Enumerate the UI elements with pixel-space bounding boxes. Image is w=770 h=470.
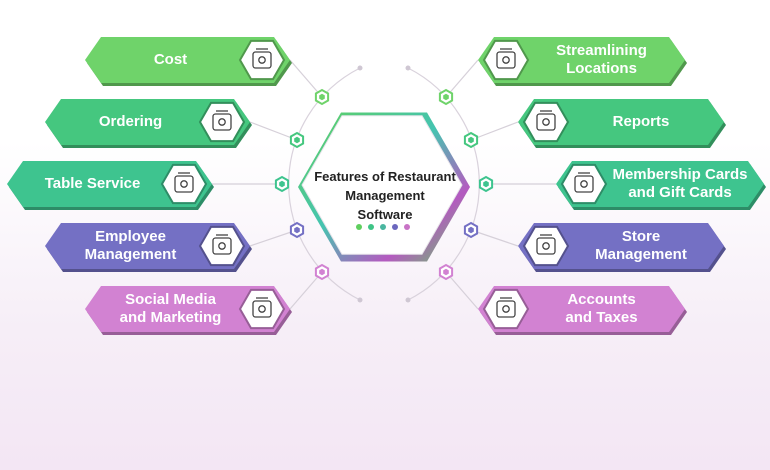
team-icon-badge — [198, 225, 246, 267]
shopping-bag-icon-badge — [198, 101, 246, 143]
center-title: Features of Restaurant Management Softwa… — [300, 167, 470, 224]
left-feature-label-4-line-2: Management — [84, 246, 177, 263]
center-dots — [356, 224, 416, 230]
membership-card-icon-badge — [560, 163, 608, 205]
feature-pills — [7, 37, 766, 335]
megaphone-hand-icon — [252, 297, 272, 318]
left-connector-line — [249, 229, 298, 247]
left-connector-node-core — [319, 268, 325, 276]
left-connector-line — [289, 271, 323, 310]
right-pill-1 — [478, 37, 685, 83]
left-feature-label-5-line-2: and Marketing — [119, 309, 222, 326]
right-feature-label-3-line-2: and Gift Cards — [628, 184, 732, 201]
right-feature-label-1-line-2: Locations — [566, 60, 637, 77]
right-feature-label-5-line-2: and Taxes — [565, 309, 638, 326]
connector-end-dot — [357, 297, 363, 303]
center-dot-3 — [380, 224, 386, 230]
center-dot-2 — [368, 224, 374, 230]
money-icon — [252, 48, 272, 69]
report-clipboard-icon — [536, 110, 556, 131]
right-connector-node-core — [468, 136, 474, 144]
accounts-monitor-icon — [496, 297, 516, 318]
left-pill-5 — [85, 286, 290, 332]
right-connector-line — [470, 229, 519, 247]
store-icon — [536, 234, 556, 255]
right-feature-label-4-line-1: Store — [621, 228, 661, 245]
left-connector-line — [249, 121, 298, 141]
right-pill-4 — [518, 223, 724, 269]
right-feature-label-2-line-1: Reports — [612, 113, 670, 130]
store-icon-badge — [522, 225, 570, 267]
connector-end-dot — [357, 65, 363, 71]
team-icon — [212, 234, 232, 255]
right-feature-label-1-line-1: Streamlining — [556, 42, 647, 59]
left-feature-label-4-line-1: Employee — [95, 228, 166, 245]
left-feature-label-3-line-1: Table Service — [44, 175, 141, 192]
right-feature-label-3-line-1: Membership Cards — [612, 166, 748, 183]
right-connector-line — [470, 121, 519, 141]
right-connector-node-core — [443, 268, 449, 276]
left-feature-label-3: Table Service — [25, 175, 160, 193]
left-feature-label-5-line-1: Social Media — [125, 291, 216, 308]
accounts-monitor-icon-badge — [482, 288, 530, 330]
reception-desk-icon-badge — [160, 163, 208, 205]
right-pill-2 — [518, 99, 724, 145]
left-feature-label-1-line-1: Cost — [153, 51, 188, 68]
right-feature-label-5-line-1: Accounts — [567, 291, 636, 308]
center-dot-5 — [404, 224, 410, 230]
left-feature-label-2: Ordering — [63, 113, 198, 131]
left-pill-2 — [45, 99, 250, 145]
reception-desk-icon — [174, 172, 194, 193]
right-connector-node-core — [443, 93, 449, 101]
connector-end-dot — [405, 297, 411, 303]
globe-location-icon — [496, 48, 516, 69]
connectors — [212, 59, 556, 310]
right-pill-5 — [478, 286, 685, 332]
right-feature-label-4-line-2: Management — [595, 246, 687, 263]
left-connector-node-core — [319, 93, 325, 101]
globe-location-icon-badge — [482, 39, 530, 81]
right-connector-line — [445, 271, 479, 310]
megaphone-hand-icon-badge — [238, 288, 286, 330]
right-pill-3 — [556, 161, 764, 207]
center-title-line-1: Features of Restaurant — [314, 169, 456, 184]
right-connector-node-core — [483, 180, 489, 188]
shopping-bag-icon — [212, 110, 232, 131]
left-connector-node-core — [294, 226, 300, 234]
left-connector-node-core — [294, 136, 300, 144]
center-dot-1 — [356, 224, 362, 230]
connector-end-dot — [405, 65, 411, 71]
left-connector-node-core — [279, 180, 285, 188]
left-feature-label-2-line-1: Ordering — [98, 113, 163, 130]
right-feature-label-2: Reports — [570, 113, 712, 131]
left-pill-4 — [45, 223, 250, 269]
center-dot-4 — [392, 224, 398, 230]
left-pill-1 — [85, 37, 290, 83]
left-connector-line — [289, 59, 323, 98]
center-hexagon-face — [301, 115, 463, 255]
center-title-line-2: Management — [345, 188, 425, 203]
center-title-line-3: Software — [357, 207, 413, 222]
membership-card-icon — [574, 172, 594, 193]
right-connector-node-core — [468, 226, 474, 234]
center-hexagon — [298, 112, 470, 262]
left-feature-label-1: Cost — [103, 51, 238, 69]
left-pill-3 — [7, 161, 212, 207]
report-clipboard-icon-badge — [522, 101, 570, 143]
right-connector-line — [445, 59, 479, 98]
money-icon-badge — [238, 39, 286, 81]
